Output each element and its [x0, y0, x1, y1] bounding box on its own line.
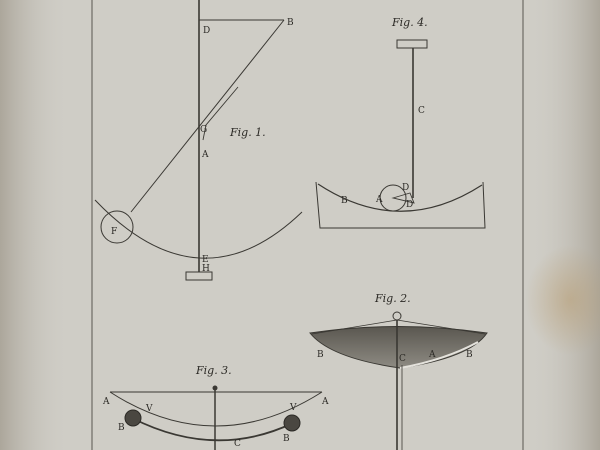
fig2-suspension-lines	[311, 319, 486, 335]
fig3-ball-left	[124, 409, 142, 427]
fig3-label-b-left: B	[118, 423, 125, 433]
fig2-title: Fig. 2.	[374, 292, 411, 305]
figure-1: D B G A F E H Fig. 1.	[94, 0, 303, 281]
fig1-label-a: A	[201, 150, 209, 160]
fig4-label-a: A	[375, 195, 383, 205]
fig1-pendulum-line	[130, 19, 285, 213]
fig4-clamp	[391, 192, 415, 204]
fig3-label-a-left: A	[102, 397, 110, 407]
fig2-pivot	[392, 311, 402, 321]
fig2-label-a: A	[428, 350, 436, 360]
figure-2: Fig. 2. B C A B	[309, 292, 488, 450]
fig3-title: Fig. 3.	[195, 364, 232, 377]
fig2-label-b-right: B	[466, 350, 473, 360]
fig1-arc	[94, 199, 303, 259]
fig1-base-block	[185, 271, 213, 281]
fig1-label-f: F	[111, 227, 117, 237]
paper-stain	[525, 245, 600, 355]
fig2-label-c: C	[399, 354, 406, 364]
fig4-label-d-bottom: D	[406, 200, 413, 210]
fig3-inner-curve	[131, 417, 294, 442]
figure-4: Fig. 4. C D A D B	[315, 16, 486, 229]
fig4-top-block	[396, 39, 428, 49]
fig1-label-e: E	[202, 255, 209, 265]
fig1-circle-f	[100, 210, 134, 244]
fig1-label-b: B	[287, 18, 294, 28]
fig3-label-a-right: A	[321, 397, 329, 407]
figure-3: Fig. 3. A V B C V B A	[102, 364, 329, 450]
fig4-roller	[379, 184, 407, 212]
fig1-label-g: G	[200, 125, 207, 135]
fig3-label-v-right: V	[289, 403, 297, 413]
fig4-label-d-top: D	[402, 183, 409, 193]
paper-edge-left	[0, 0, 70, 450]
fig3-label-v-left: V	[145, 404, 153, 414]
fig4-label-b: B	[341, 196, 348, 206]
fig4-trough-box	[315, 181, 486, 229]
fig4-trough-curve	[317, 183, 483, 212]
fig1-label-h: H	[202, 264, 210, 274]
fig3-label-b-right: B	[283, 434, 290, 444]
fig3-label-c: C	[234, 439, 241, 449]
paper-edge-right	[530, 0, 600, 450]
fig3-ball-right	[283, 414, 301, 432]
fig4-label-c: C	[418, 106, 425, 116]
fig1-title: Fig. 1.	[229, 126, 266, 139]
fig1-line-ga	[202, 86, 239, 141]
fig1-label-d: D	[203, 26, 210, 36]
fig3-outer-curve	[109, 391, 323, 427]
fig2-label-b-left: B	[317, 350, 324, 360]
fig4-title: Fig. 4.	[391, 16, 428, 29]
fig3-pivot	[212, 385, 218, 391]
fig2-highlight-arc	[399, 341, 479, 369]
